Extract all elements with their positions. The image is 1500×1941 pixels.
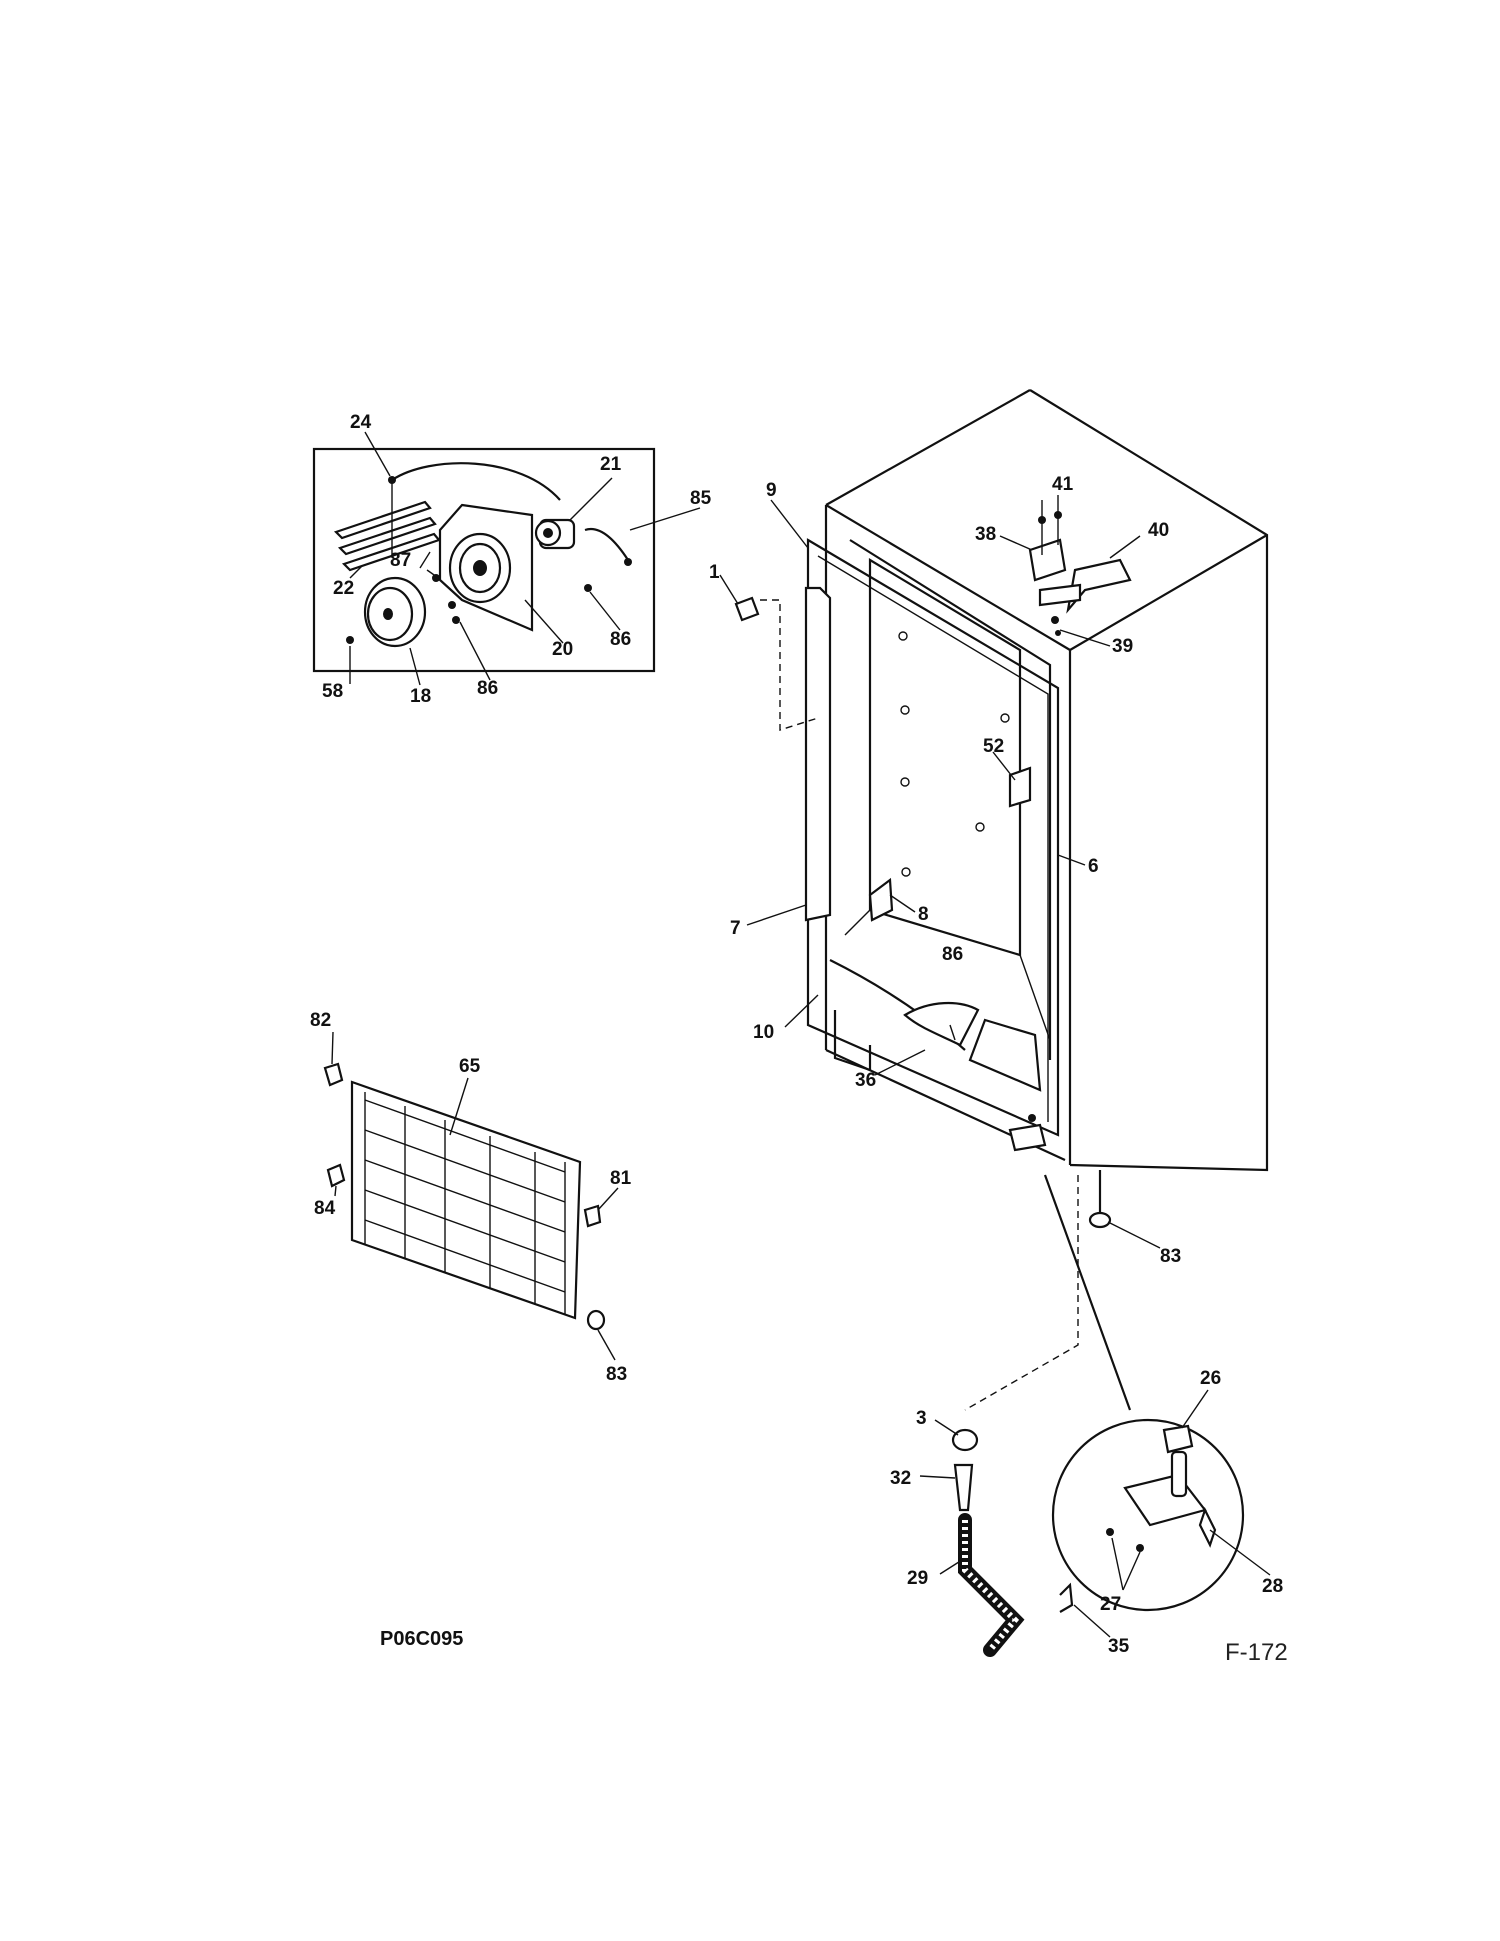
fan-motor-21 — [534, 518, 576, 550]
callout-82: 82 — [310, 1010, 331, 1031]
callout-38: 38 — [975, 524, 996, 545]
cabinet-body — [719, 389, 1269, 1249]
callout-65: 65 — [459, 1056, 481, 1077]
wire-harness — [391, 462, 561, 501]
callout-7: 7 — [730, 918, 741, 939]
callout-24: 24 — [350, 412, 372, 433]
page-code: F-172 — [1225, 1639, 1288, 1666]
callout-52: 52 — [983, 736, 1004, 757]
callout-83-a: 83 — [1160, 1246, 1181, 1267]
callout-27: 27 — [1100, 1594, 1121, 1615]
callout-86-b: 86 — [477, 678, 498, 699]
callout-40: 40 — [1148, 520, 1169, 541]
callout-22: 22 — [333, 578, 354, 599]
callout-18: 18 — [410, 686, 431, 707]
callout-32: 32 — [890, 1468, 911, 1489]
callout-3: 3 — [916, 1408, 927, 1429]
fan-motor-inset — [312, 431, 701, 686]
callout-58: 58 — [322, 681, 343, 702]
callout-86-a: 86 — [610, 629, 631, 650]
callout-6: 6 — [1088, 856, 1099, 877]
drawing-code: P06C095 — [380, 1628, 463, 1650]
callout-1: 1 — [709, 562, 720, 583]
callout-83-b: 83 — [606, 1364, 627, 1385]
callout-10: 10 — [753, 1022, 774, 1043]
callout-9: 9 — [766, 480, 777, 501]
top-hinge-assembly — [1028, 495, 1132, 636]
callout-36: 36 — [855, 1070, 876, 1091]
callout-20: 20 — [552, 639, 573, 660]
callout-8: 8 — [918, 904, 929, 925]
callout-87: 87 — [390, 550, 411, 571]
callout-86-c: 86 — [942, 944, 963, 965]
evaporator-cover-22 — [333, 500, 441, 572]
callout-21: 21 — [600, 454, 622, 475]
callout-85: 85 — [690, 488, 712, 509]
callout-41: 41 — [1052, 474, 1074, 495]
leveling-leg-83 — [1088, 1170, 1112, 1229]
callouts: 24 21 85 87 22 20 86 58 18 86 9 1 41 38 … — [310, 412, 1288, 1666]
callout-84: 84 — [314, 1198, 336, 1219]
callout-35: 35 — [1108, 1636, 1130, 1657]
bottom-hinge-magnifier — [1051, 1418, 1245, 1612]
callout-81: 81 — [610, 1168, 632, 1189]
callout-26: 26 — [1200, 1368, 1221, 1389]
drain-and-hinge-detail — [919, 1174, 1271, 1657]
fan-blade-18 — [363, 576, 427, 648]
inset-frame — [312, 447, 656, 673]
callout-29: 29 — [907, 1568, 928, 1589]
callout-39: 39 — [1112, 636, 1133, 657]
callout-28: 28 — [1262, 1576, 1283, 1597]
kick-plate-grille-65 — [323, 1031, 619, 1361]
fan-shroud-20 — [438, 503, 534, 632]
